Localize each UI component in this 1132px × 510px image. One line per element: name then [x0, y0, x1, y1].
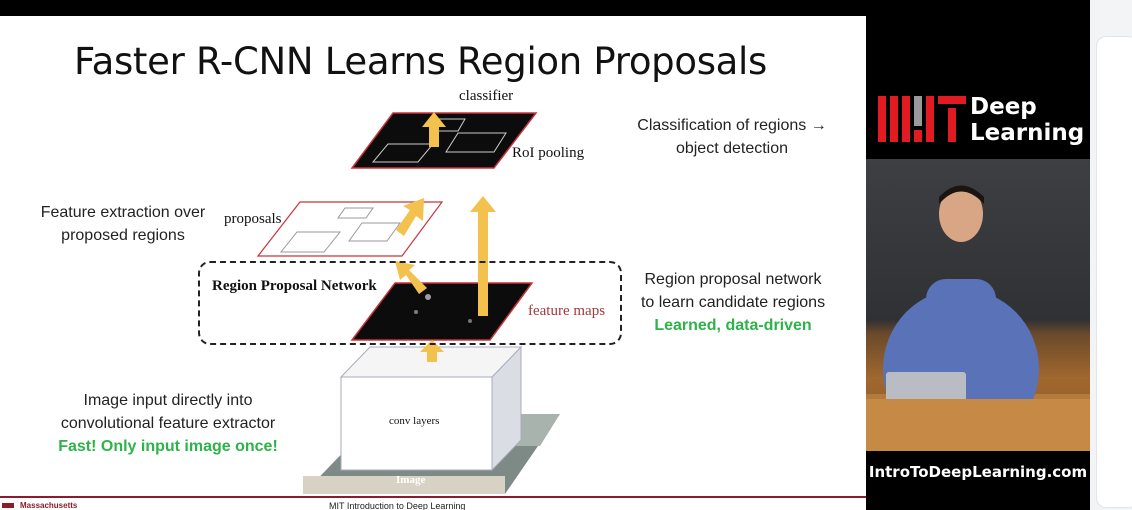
slide-title: Faster R-CNN Learns Region Proposals: [74, 40, 767, 83]
lecture-slide: Faster R-CNN Learns Region Proposals: [0, 16, 866, 510]
roi-pooling-label: RoI pooling: [512, 145, 585, 161]
faster-rcnn-diagram: [256, 112, 560, 494]
flow-arrows: [395, 112, 496, 362]
note-classification: Classification of regions → object detec…: [637, 117, 827, 157]
feature-maps-label: feature maps: [528, 303, 606, 319]
side-panel-card: [1096, 36, 1132, 508]
footer-institution: Massachusetts: [2, 501, 77, 510]
speaker-video: [866, 159, 1090, 451]
rpn-label: Region Proposal Network: [212, 278, 377, 294]
image-label: Image: [396, 474, 426, 486]
proposals-label: proposals: [224, 211, 282, 227]
note-image-input: Image input directly into convolutional …: [58, 392, 278, 455]
speaker-figure: [866, 185, 1090, 451]
website-url: IntroToDeepLearning.com: [868, 463, 1088, 481]
speaker-panel: Deep Learning IntroToDeepLearning.com: [866, 16, 1090, 510]
proposals-layer: [256, 201, 444, 257]
roi-pooling-layer: [350, 112, 538, 169]
footer-divider: [0, 496, 866, 498]
rpn-dashed-box: [198, 261, 622, 345]
classifier-label: classifier: [459, 88, 514, 104]
brand-learning: Learning: [970, 120, 1085, 146]
conv-layers-box: [339, 345, 523, 472]
conv-layers-label: conv layers: [389, 415, 440, 427]
note-feature-extraction: Feature extraction over proposed regions: [40, 204, 206, 244]
footer-course: MIT Introduction to Deep Learning: [329, 501, 466, 510]
note-rpn: Region proposal network to learn candida…: [640, 271, 826, 334]
mit-logo: [878, 96, 966, 142]
brand-deep: Deep: [970, 94, 1037, 120]
side-panel-strip: [1090, 0, 1132, 510]
